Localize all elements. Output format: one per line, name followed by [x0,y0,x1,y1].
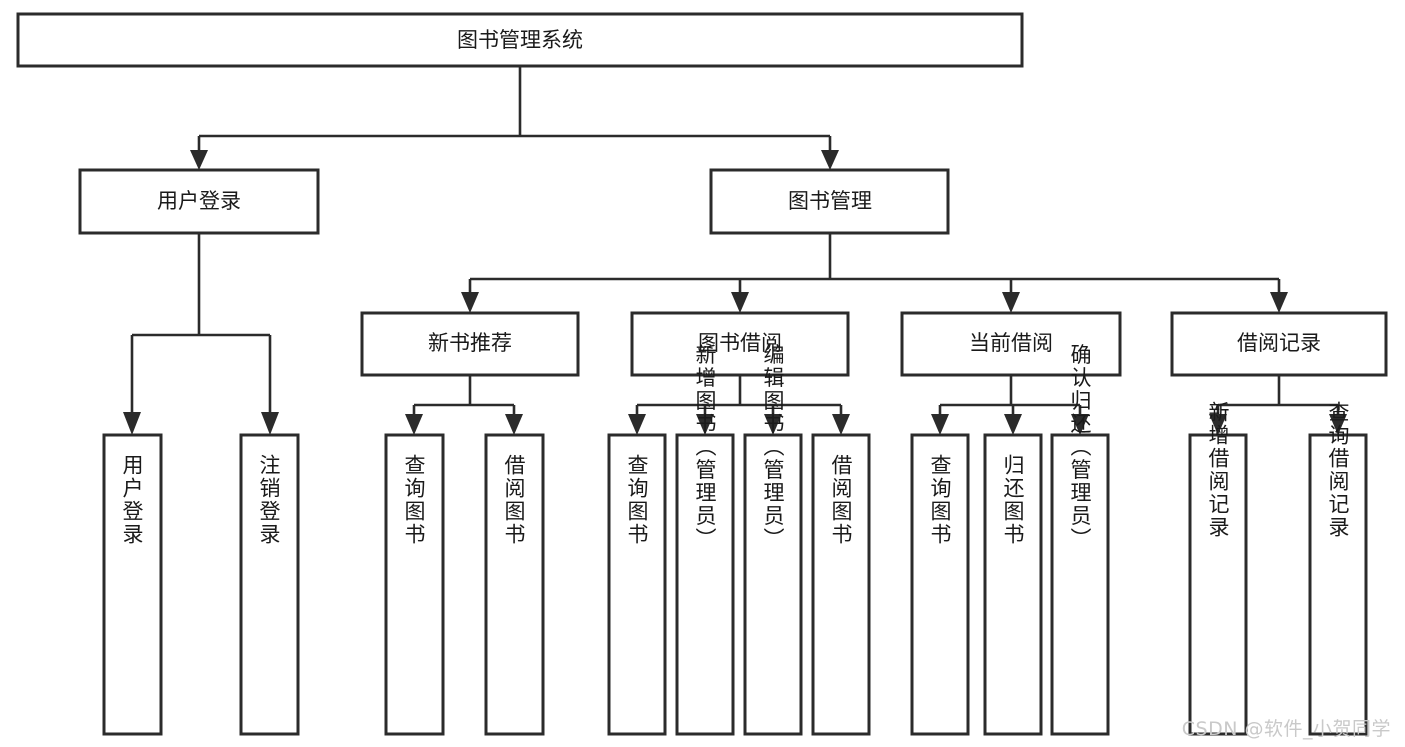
node-new-book-rec-box[interactable] [360,311,580,377]
node-leaf-query-record-label: 查询借阅记录 [1326,401,1350,539]
node-leaf-borrow-book-box[interactable] [811,433,871,736]
arrow-head-leaf-logout [261,412,279,435]
node-leaf-add-book-box[interactable] [675,433,735,736]
node-borrow-record-box[interactable] [1170,311,1388,377]
node-leaf-query-book-rec-box[interactable] [384,433,445,736]
node-leaf-query-book-box[interactable] [607,433,667,736]
node-current-borrow-label: 当前借阅 [969,331,1053,355]
node-leaf-borrow-book-rec-label: 借阅图书 [502,454,526,546]
arrow-head-leaf-edit-book [764,414,782,435]
node-leaf-add-book-label: 新增图书（管理员） [693,344,717,551]
node-current-borrow[interactable]: 当前借阅 [900,311,1122,377]
arrow-head-leaf-query-record [1329,414,1347,435]
node-user-login-label: 用户登录 [157,189,241,213]
node-leaf-borrow-book[interactable]: 借阅图书 [811,433,871,736]
node-leaf-query-book-cur[interactable]: 查询图书 [910,433,970,736]
node-book-manage[interactable]: 图书管理 [709,168,950,235]
node-leaf-logout-label: 注销登录 [257,454,281,546]
arrow-head-leaf-query-book-cur [931,414,949,435]
node-book-borrow-box[interactable] [630,311,850,377]
node-leaf-logout-box[interactable] [239,433,300,736]
arrow-head-leaf-borrow-book [832,414,850,435]
arrow-head-current-borrow [1002,292,1020,313]
node-borrow-record-label: 借阅记录 [1237,331,1321,355]
node-leaf-confirm-return-label: 确认归还（管理员） [1068,344,1092,551]
node-leaf-confirm-return-box[interactable] [1050,433,1110,736]
node-leaf-query-book-cur-label: 查询图书 [928,454,952,546]
arrow-head-book-manage [821,150,839,170]
arrow-head-leaf-borrow-book-rec [505,414,523,435]
node-leaf-return-book-label: 归还图书 [1001,454,1025,546]
node-book-borrow-label: 图书借阅 [698,331,782,355]
node-book-manage-label: 图书管理 [788,189,872,213]
node-current-borrow-box[interactable] [900,311,1122,377]
node-book-manage-box[interactable] [709,168,950,235]
arrow-head-leaf-user-login [123,412,141,435]
arrow-head-new-book-rec [461,292,479,313]
node-user-login-box[interactable] [78,168,320,235]
node-leaf-add-record-box[interactable] [1188,433,1248,736]
node-root[interactable]: 图书管理系统 [16,12,1024,68]
arrow-head-leaf-confirm-return [1071,414,1089,435]
arrow-head-borrow-record [1270,292,1288,313]
node-leaf-edit-book[interactable]: 编辑图书（管理员） [743,344,803,736]
node-leaf-logout[interactable]: 注销登录 [239,433,300,736]
node-leaf-query-record[interactable]: 查询借阅记录 [1308,401,1368,736]
node-leaf-query-record-box[interactable] [1308,433,1368,736]
node-user-login[interactable]: 用户登录 [78,168,320,235]
node-root-box[interactable] [16,12,1024,68]
node-leaf-borrow-book-label: 借阅图书 [829,454,853,546]
arrow-head-leaf-add-record [1209,414,1227,435]
node-leaf-add-record-label: 新增借阅记录 [1206,401,1230,539]
node-leaf-query-book-rec[interactable]: 查询图书 [384,433,445,736]
node-leaf-query-book[interactable]: 查询图书 [607,433,667,736]
node-leaf-user-login-label: 用户登录 [120,454,144,546]
node-leaf-query-book-label: 查询图书 [625,454,649,546]
node-leaf-edit-book-label: 编辑图书（管理员） [761,344,785,551]
node-book-borrow[interactable]: 图书借阅 [630,311,850,377]
node-leaf-user-login-box[interactable] [102,433,163,736]
node-leaf-confirm-return[interactable]: 确认归还（管理员） [1050,344,1110,736]
node-leaf-edit-book-box[interactable] [743,433,803,736]
node-leaf-return-book[interactable]: 归还图书 [983,433,1043,736]
node-leaf-query-book-cur-box[interactable] [910,433,970,736]
node-new-book-rec[interactable]: 新书推荐 [360,311,580,377]
node-leaf-borrow-book-rec[interactable]: 借阅图书 [484,433,545,736]
arrow-head-leaf-return-book [1004,414,1022,435]
arrow-head-leaf-query-book-rec [405,414,423,435]
node-leaf-user-login[interactable]: 用户登录 [102,433,163,736]
node-leaf-query-book-rec-label: 查询图书 [402,454,426,546]
node-leaf-return-book-box[interactable] [983,433,1043,736]
arrow-head-leaf-add-book [696,414,714,435]
node-root-label: 图书管理系统 [457,28,583,52]
node-leaf-add-record[interactable]: 新增借阅记录 [1188,401,1248,736]
arrow-head-leaf-query-book [628,414,646,435]
connector-layer [123,66,1347,435]
arrow-head-user-login [190,150,208,170]
node-new-book-rec-label: 新书推荐 [428,331,512,355]
node-borrow-record[interactable]: 借阅记录 [1170,311,1388,377]
arrow-head-book-borrow [731,292,749,313]
node-leaf-add-book[interactable]: 新增图书（管理员） [675,344,735,736]
node-leaf-borrow-book-rec-box[interactable] [484,433,545,736]
